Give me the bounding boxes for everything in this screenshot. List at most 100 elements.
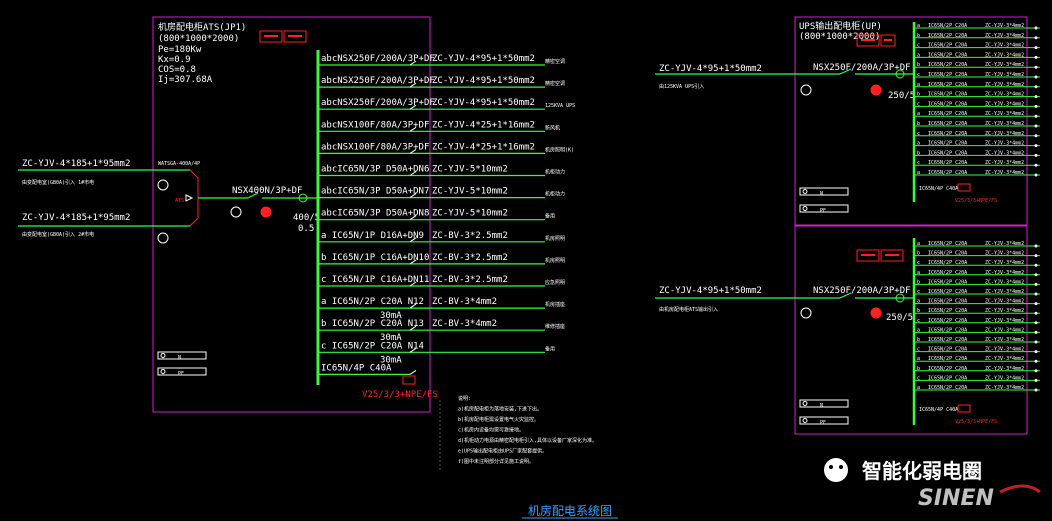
spd-box bbox=[402, 375, 416, 385]
ups-output-phase: a bbox=[917, 270, 920, 276]
n-bar bbox=[799, 399, 849, 408]
feeder-row: abcNSX250F/200A/3P+DFZC-YJV-4*95+1*50mm2… bbox=[318, 98, 575, 110]
ups-output-cable: ZC-YJV-3*4mm2 bbox=[985, 270, 1024, 276]
meter-icon bbox=[157, 179, 169, 191]
watermark-logo: SINEN bbox=[918, 486, 994, 511]
ups-bottom-breaker: NSX250F/200A/3P+DF bbox=[813, 286, 911, 296]
feeder-switch bbox=[409, 215, 417, 221]
ups-output-breaker: IC65N/2P C20A bbox=[928, 82, 967, 88]
ups-output-cable: ZC-YJV-3*4mm2 bbox=[985, 170, 1024, 176]
feeder-dest: 精密空调 bbox=[545, 80, 565, 87]
red-box bbox=[880, 249, 904, 262]
ups-output-breaker: IC65N/2P C20A bbox=[928, 101, 967, 107]
feeder-dest: 机房照明 bbox=[545, 257, 565, 264]
spd-box bbox=[957, 404, 971, 413]
ups-output-phase: a bbox=[917, 82, 920, 88]
ups-output-terminal bbox=[1034, 311, 1038, 315]
note-line: a)机房配电柜为落地安装,下进下出。 bbox=[458, 406, 542, 413]
ups-output-phase: a bbox=[917, 241, 920, 247]
ct-icon bbox=[895, 69, 905, 79]
ups-output-cable: ZC-YJV-3*4mm2 bbox=[985, 318, 1024, 324]
ups-output-phase: c bbox=[917, 375, 920, 381]
ups-output-breaker: IC65N/2P C20A bbox=[928, 347, 967, 353]
red-box bbox=[880, 34, 896, 47]
ups-title-line: (800*1000*2000) bbox=[799, 32, 880, 42]
ups-output-phase: b bbox=[917, 121, 920, 127]
ups-output-cable: ZC-YJV-3*4mm2 bbox=[985, 43, 1024, 49]
ups-output-phase: a bbox=[917, 141, 920, 147]
ups-top-cable: ZC-YJV-4*95+1*50mm2 bbox=[659, 64, 762, 74]
ups-output-phase: c bbox=[917, 131, 920, 137]
note-line: b)机房配电柜需设置电气火灾监控。 bbox=[458, 416, 539, 423]
ups-output-breaker: IC65N/2P C20A bbox=[928, 150, 967, 156]
ups-output-cable: ZC-YJV-3*4mm2 bbox=[985, 260, 1024, 266]
feeder-dest: 125KVA UPS bbox=[545, 103, 575, 109]
ups-output-breaker: IC65N/2P C20A bbox=[928, 52, 967, 58]
feeder-breaker: abcNSX250F/200A/3P+DF bbox=[321, 76, 435, 86]
left-cabinet-frame bbox=[152, 16, 431, 413]
ups-output-cable: ZC-YJV-3*4mm2 bbox=[985, 141, 1024, 147]
ups-output-phase: b bbox=[917, 251, 920, 257]
ups-output-phase: a bbox=[917, 385, 920, 391]
ups-output-phase: c bbox=[917, 72, 920, 78]
feeder-cable: ZC-BV-3*4mm2 bbox=[432, 319, 497, 329]
feeder-dest: 新风机 bbox=[545, 124, 560, 131]
ups-output-terminal bbox=[1034, 263, 1038, 267]
rcd-label: 30mA bbox=[380, 311, 402, 321]
ups-output-breaker: IC65N/2P C20A bbox=[928, 251, 967, 257]
feeder-switch bbox=[409, 259, 417, 265]
spd-box bbox=[957, 183, 971, 192]
ups-output-breaker: IC65N/2P C20A bbox=[928, 43, 967, 49]
ups-output-phase: c bbox=[917, 160, 920, 166]
alarm-icon bbox=[870, 307, 882, 319]
ups-output-phase: a bbox=[917, 299, 920, 305]
ups-output-cable: ZC-YJV-3*4mm2 bbox=[985, 92, 1024, 98]
left-title-line: Pe=180Kw bbox=[158, 45, 202, 55]
ups-output-terminal bbox=[1034, 350, 1038, 354]
feeder-breaker: c IC65N/1P C16A+DN11 bbox=[321, 275, 429, 285]
meter-icon bbox=[157, 232, 169, 244]
feeder-switch bbox=[409, 171, 417, 176]
ups-output-cable: ZC-YJV-3*4mm2 bbox=[985, 33, 1024, 39]
ups-output-terminal bbox=[1034, 75, 1038, 79]
ups-output-breaker: IC65N/2P C20A bbox=[928, 33, 967, 39]
feeder-dest: 机柜动力 bbox=[545, 191, 565, 198]
ups-output-row: b IC65N/2P C20A ZC-YJV-3*4mm2 bbox=[914, 33, 1040, 40]
left-title-line: Ij=307.68A bbox=[158, 75, 213, 85]
ups-output-cable: ZC-YJV-3*4mm2 bbox=[985, 299, 1024, 305]
feeder-dest: 精密空调 bbox=[545, 58, 565, 65]
ups-output-terminal bbox=[1034, 163, 1038, 167]
wechat-icon bbox=[824, 458, 848, 482]
ups-output-cable: ZC-YJV-3*4mm2 bbox=[985, 72, 1024, 78]
ups-output-phase: c bbox=[917, 260, 920, 266]
feeder-switch bbox=[409, 60, 417, 66]
ups-output-breaker: IC65N/2P C20A bbox=[928, 366, 967, 372]
ups-output-terminal bbox=[1034, 292, 1038, 296]
feeder-breaker: abcNSX100F/80A/3P+DF bbox=[321, 142, 429, 152]
feeder-dest: 机房照明(K) bbox=[545, 146, 574, 153]
ups-output-terminal bbox=[1034, 378, 1038, 382]
feeder-breaker: b IC65N/1P C16A+DN10 bbox=[321, 253, 429, 263]
left-title-line: COS=0.8 bbox=[158, 65, 196, 75]
meter-icon bbox=[800, 84, 812, 96]
ups-output-phase: b bbox=[917, 33, 920, 39]
ats-label: WATSGA-400A/4P bbox=[158, 161, 200, 167]
ups-output-terminal bbox=[1034, 85, 1038, 89]
feeder-switch bbox=[409, 281, 417, 287]
note-line: 说明: bbox=[458, 395, 471, 402]
ups-bottom-spd: V25/3/3+NPE/FS bbox=[955, 419, 997, 425]
ups-output-breaker: IC65N/2P C20A bbox=[928, 289, 967, 295]
